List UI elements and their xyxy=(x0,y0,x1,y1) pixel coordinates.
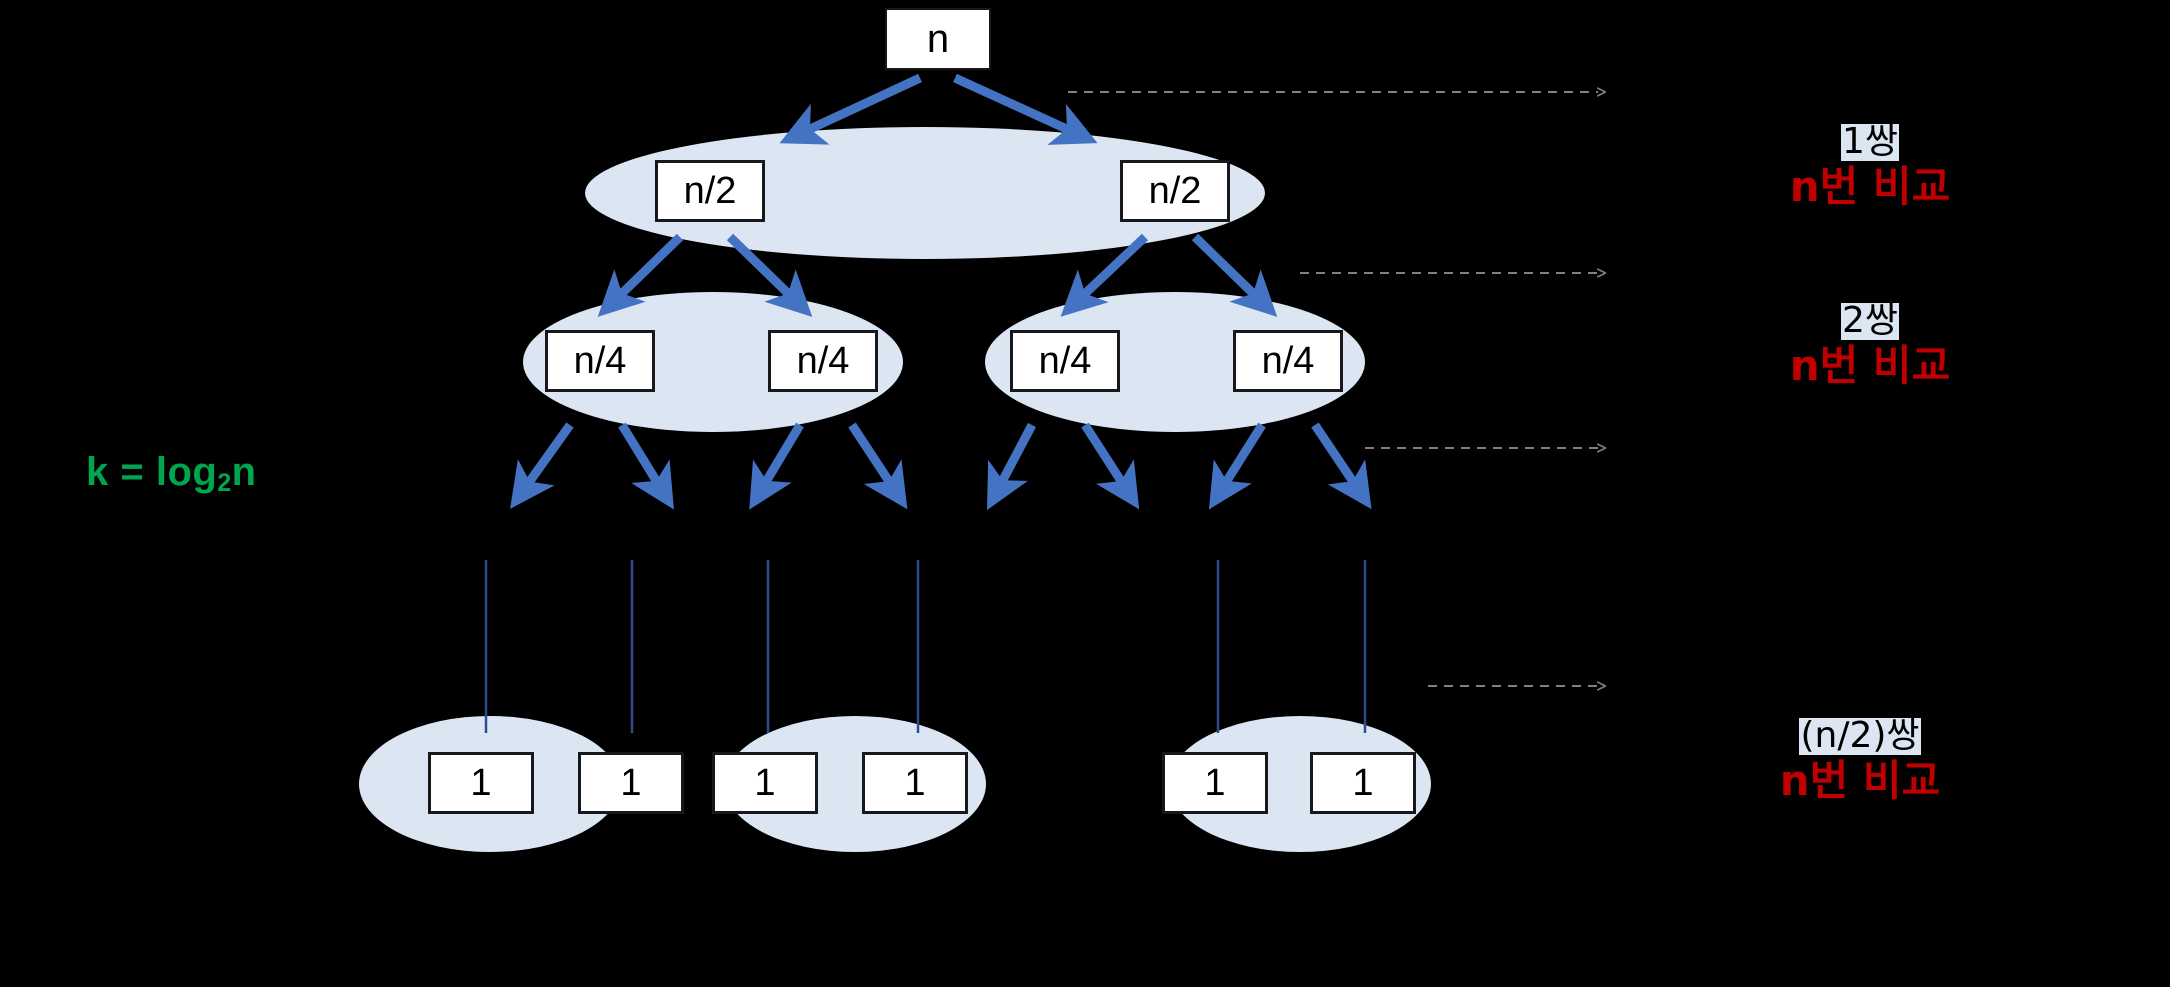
node-level1-right[interactable]: n/2 xyxy=(1120,160,1230,222)
pair-count-badge: 1쌍 xyxy=(1840,121,1900,162)
node-level2-4[interactable]: n/4 xyxy=(1233,330,1343,392)
edges-level1-to-level2 xyxy=(597,233,1278,317)
node-leaf-1[interactable]: 1 xyxy=(428,752,534,814)
node-leaf-2[interactable]: 1 xyxy=(578,752,684,814)
node-label: n/4 xyxy=(573,339,627,382)
pair-count-badge: 2쌍 xyxy=(1840,300,1900,341)
side-annotation-level-2: 2쌍 n번 비교 xyxy=(1700,300,2040,390)
node-leaf-3[interactable]: 1 xyxy=(712,752,818,814)
depth-formula-subscript: 2 xyxy=(217,470,232,498)
pair-count-badge: (n/2)쌍 xyxy=(1799,715,1921,756)
node-label: n/2 xyxy=(1148,169,1202,212)
node-leaf-4[interactable]: 1 xyxy=(862,752,968,814)
node-level2-2[interactable]: n/4 xyxy=(768,330,878,392)
node-label: 1 xyxy=(470,761,492,804)
node-label: n/4 xyxy=(796,339,850,382)
comparison-label: n번 비교 xyxy=(1789,340,1951,390)
node-level1-left[interactable]: n/2 xyxy=(655,160,765,222)
leaf-connectors xyxy=(484,560,1367,733)
side-annotation-level-1: 1쌍 n번 비교 xyxy=(1700,121,2040,211)
side-annotation-level-leaf: (n/2)쌍 n번 비교 xyxy=(1690,715,2030,805)
node-label: 1 xyxy=(904,761,926,804)
edges-root-to-level1 xyxy=(779,73,1098,145)
comparison-label: n번 비교 xyxy=(1789,161,1951,211)
node-label: n/4 xyxy=(1038,339,1092,382)
edges-level2-to-leaves xyxy=(510,422,1372,511)
node-label: 1 xyxy=(754,761,776,804)
depth-formula-suffix: n xyxy=(231,450,257,494)
node-label: n/2 xyxy=(683,169,737,212)
depth-formula: k = log2n xyxy=(86,450,257,498)
node-label: 1 xyxy=(620,761,642,804)
node-label: 1 xyxy=(1352,761,1374,804)
node-label: 1 xyxy=(1204,761,1226,804)
node-leaf-6[interactable]: 1 xyxy=(1310,752,1416,814)
node-level2-1[interactable]: n/4 xyxy=(545,330,655,392)
node-label: n xyxy=(926,16,950,61)
node-root-n[interactable]: n xyxy=(885,8,991,70)
depth-formula-prefix: k = log xyxy=(86,450,218,494)
node-label: n/4 xyxy=(1261,339,1315,382)
node-leaf-5[interactable]: 1 xyxy=(1162,752,1268,814)
comparison-label: n번 비교 xyxy=(1779,755,1941,805)
node-level2-3[interactable]: n/4 xyxy=(1010,330,1120,392)
